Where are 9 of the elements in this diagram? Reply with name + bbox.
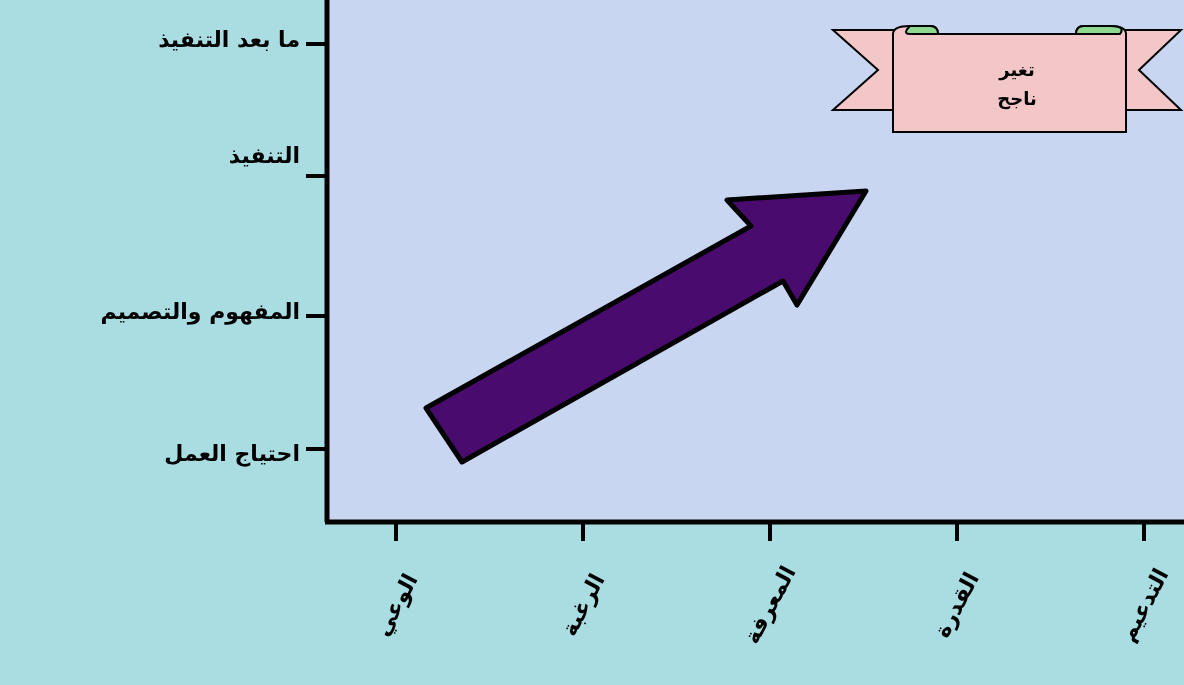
axis-label: التنفيذ — [228, 145, 300, 167]
axis-label: الوعي — [370, 570, 422, 640]
axis-label: المعرفة — [740, 562, 800, 648]
axis-label: ما بعد التنفيذ — [158, 29, 300, 51]
axis-label: التدعيم — [1115, 565, 1173, 645]
axis-label: الرغبة — [557, 570, 609, 640]
axis-label: القدرة — [930, 568, 984, 642]
axis-label: المفهوم والتصميم — [100, 301, 300, 323]
axis-label: احتياج العمل — [164, 443, 300, 465]
